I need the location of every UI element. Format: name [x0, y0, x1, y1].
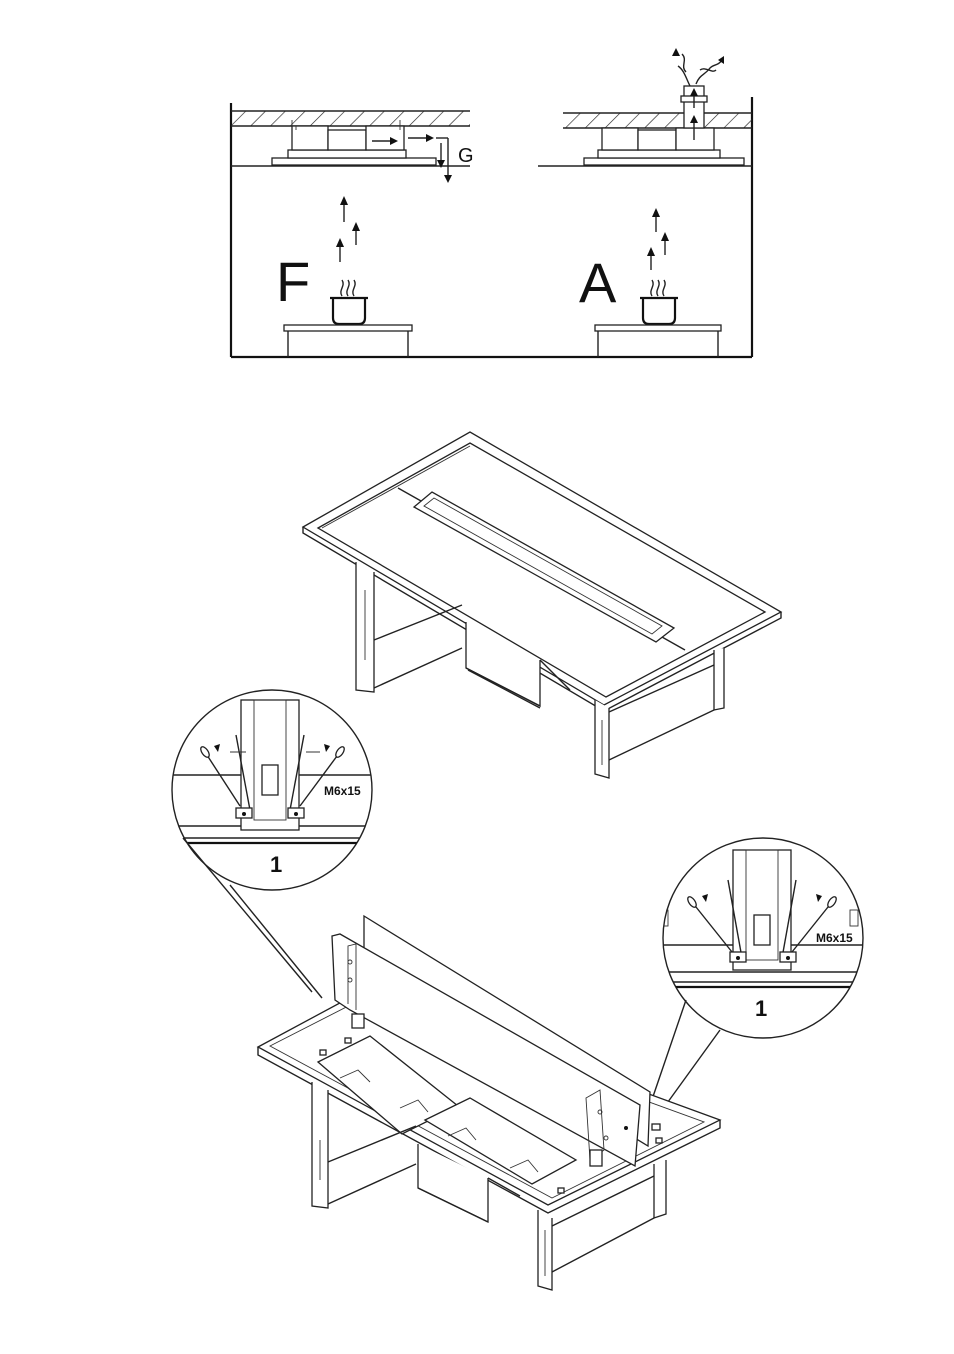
callout-number-left: 1	[270, 852, 282, 877]
table-open-illustration	[258, 916, 720, 1290]
table-closed-illustration	[303, 432, 781, 778]
filter-mode-label: F	[276, 250, 310, 313]
hood-unit-ducted	[584, 48, 744, 165]
airflow-arrows-right	[647, 208, 669, 270]
aspiration-mode-label: A	[579, 251, 617, 314]
airflow-arrows-left	[336, 196, 360, 262]
screw-size-label-left: M6x15	[324, 784, 361, 798]
hood-unit-filter: G	[272, 120, 474, 183]
detail-view-left: M6x15 1	[160, 690, 380, 890]
detail-view-right: M6x15 1	[655, 838, 870, 1038]
ventilation-mode-diagram: G	[231, 48, 752, 357]
gap-label: G	[458, 145, 474, 167]
screw-size-label-right: M6x15	[816, 931, 853, 945]
callout-number-right: 1	[755, 996, 767, 1021]
